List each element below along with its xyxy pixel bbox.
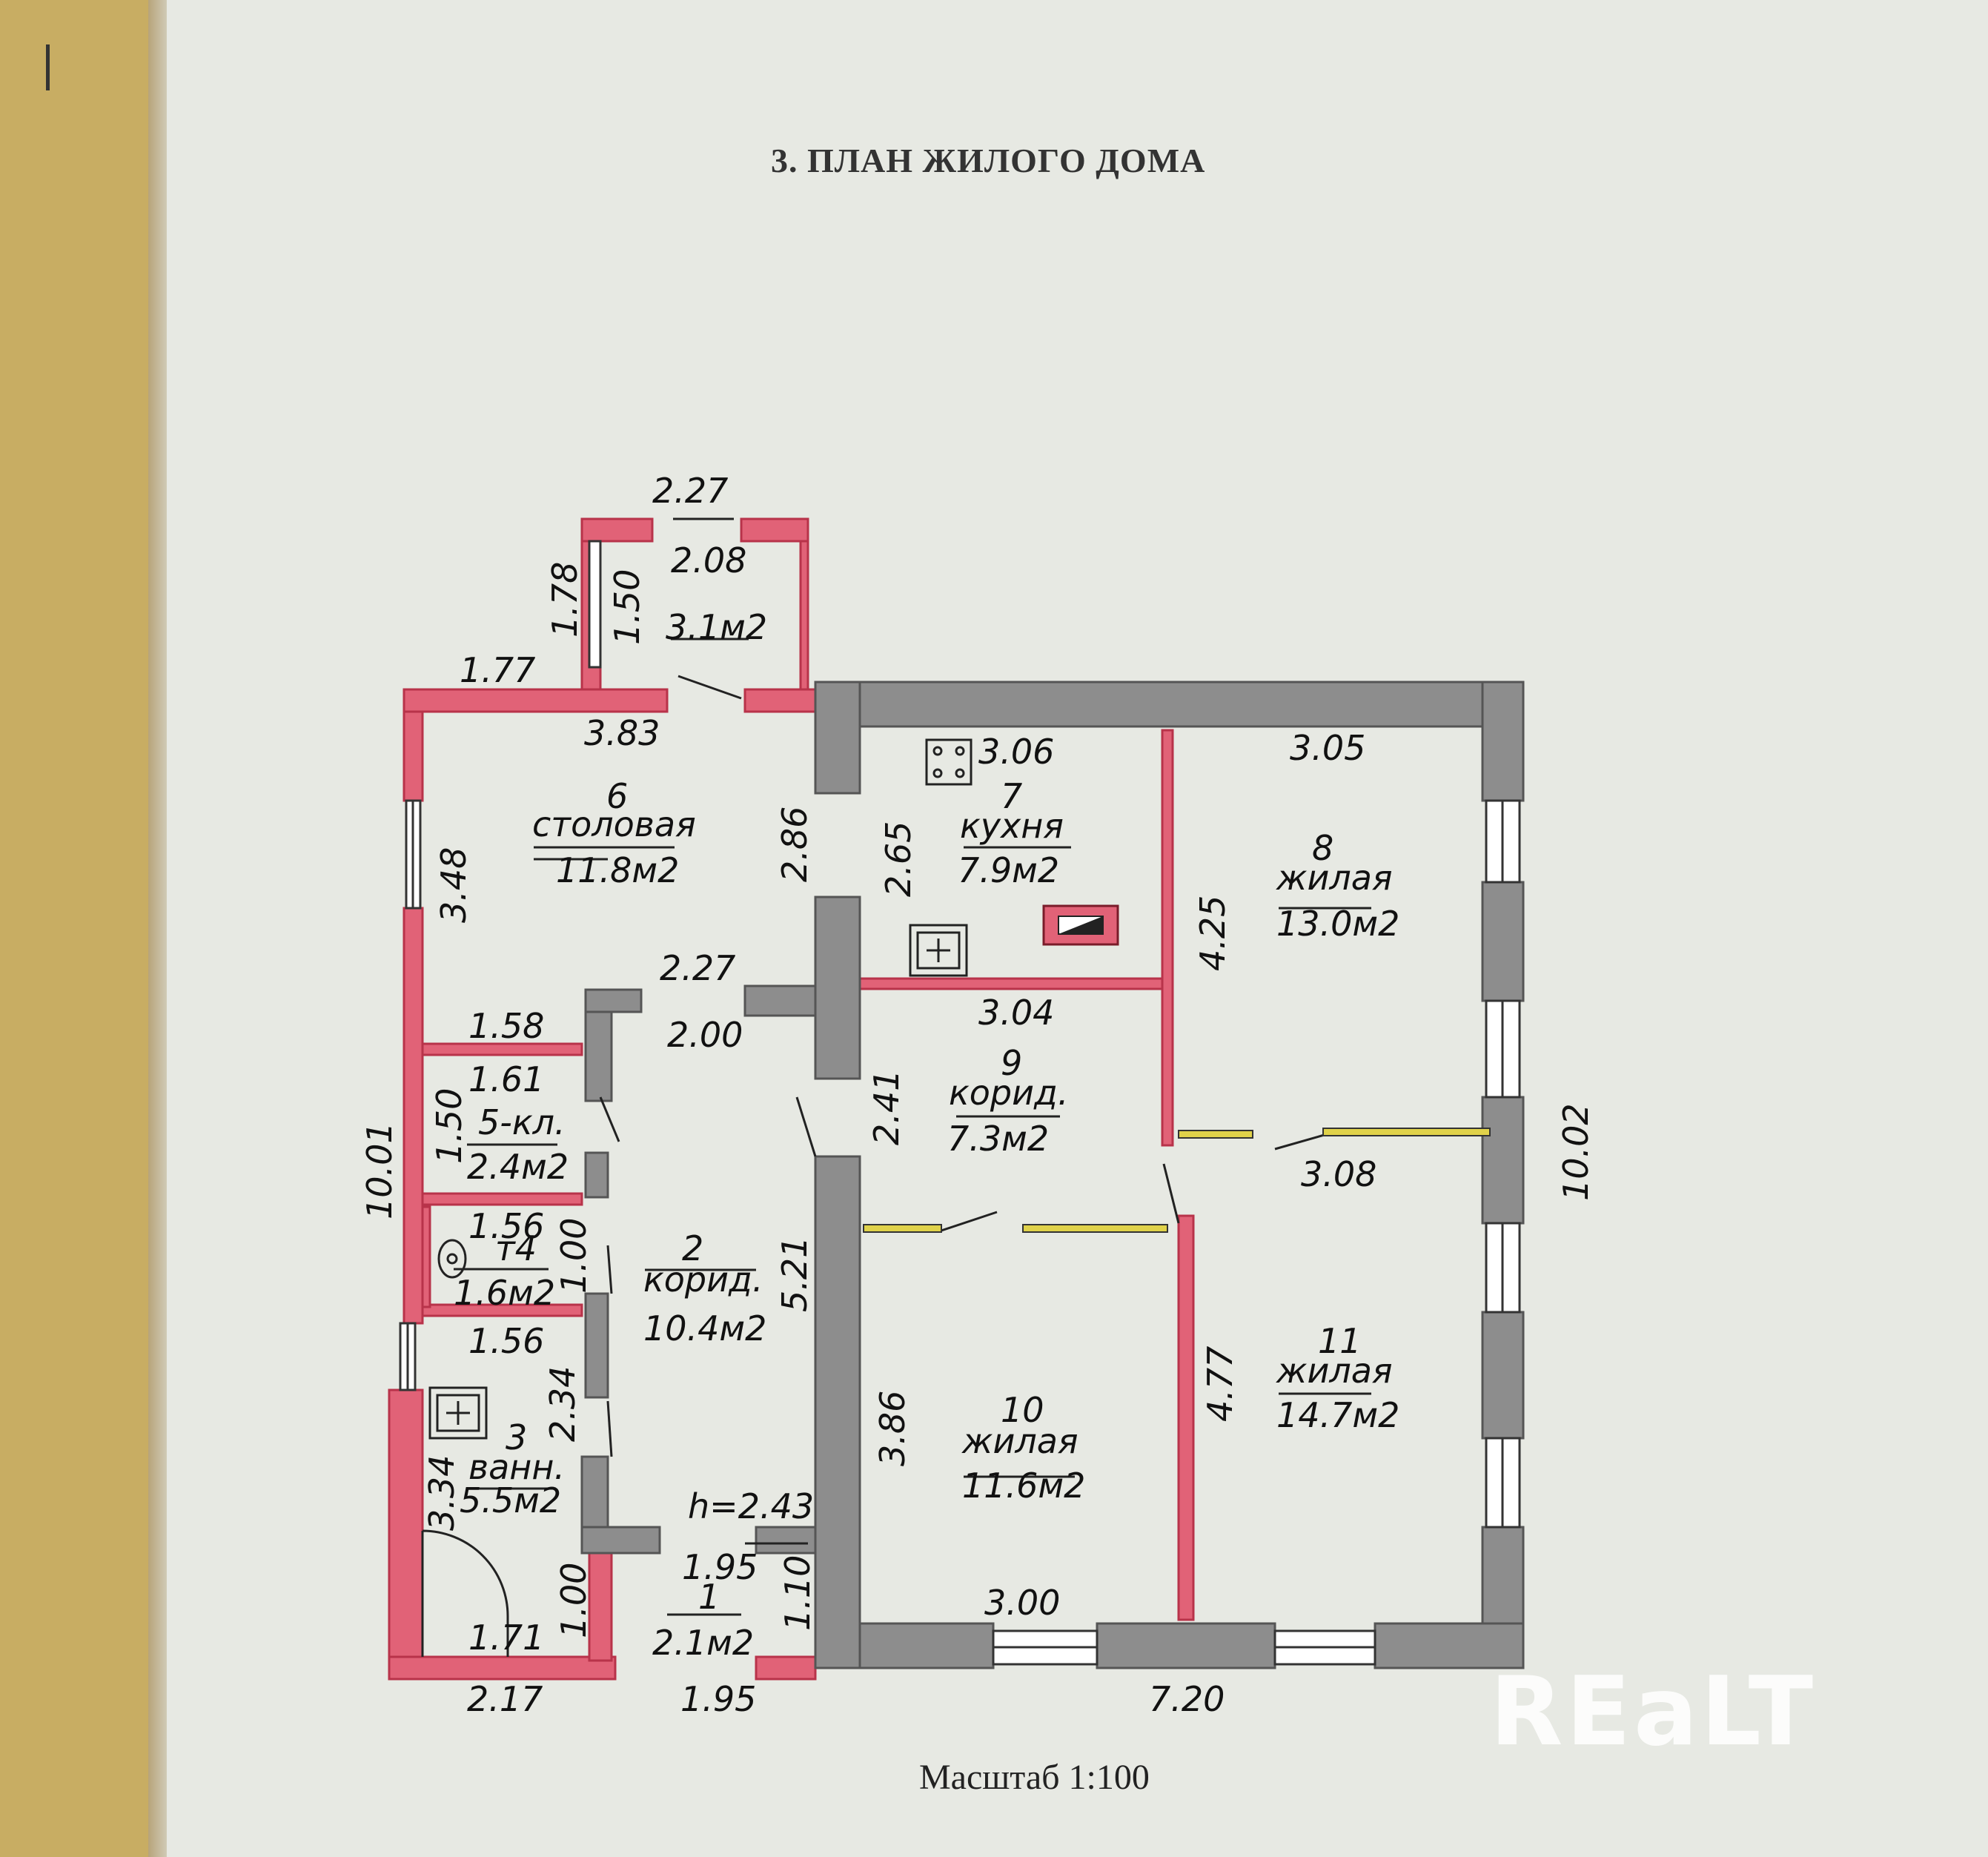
room-number: 10	[1001, 1390, 1044, 1430]
room-number: 1	[698, 1577, 720, 1617]
scale-label: Масштаб 1:100	[919, 1758, 1150, 1797]
room-name: корид.	[643, 1259, 763, 1300]
block-walls	[580, 681, 1525, 1669]
dim-label: 1.61	[468, 1059, 544, 1099]
brick-walls	[388, 517, 1195, 1681]
door-panels	[863, 1128, 1491, 1233]
room-number: 11	[1318, 1321, 1362, 1361]
dim-label: 1.95	[680, 1679, 756, 1719]
dim-label: 2.27	[660, 948, 735, 988]
dim-label: 1.00	[554, 1563, 594, 1638]
room-number: 6	[606, 776, 628, 816]
dim-label: 10.01	[360, 1122, 400, 1219]
windows	[399, 540, 1521, 1666]
realt-watermark-logo: REaLT	[1490, 1657, 1817, 1767]
dim-label: 1.95	[682, 1547, 758, 1587]
room-name: столовая	[532, 804, 696, 844]
dim-label: 3.86	[872, 1391, 912, 1466]
dim-label: 1.10	[778, 1555, 818, 1631]
dim-label: 2.86	[775, 807, 815, 882]
dim-label: 7.20	[1149, 1679, 1225, 1719]
dim-label: 5.21	[775, 1237, 815, 1312]
toilet-icon	[437, 1239, 467, 1279]
heater-icon	[1042, 904, 1119, 946]
bath-sink-icon	[428, 1386, 488, 1440]
dim-label: 1.56	[468, 1206, 544, 1246]
dim-label: 10.02	[1556, 1103, 1596, 1201]
dim-label: 1.00	[554, 1218, 594, 1294]
room-area: 14.7м2	[1276, 1395, 1399, 1435]
dim-label: 2.41	[867, 1070, 907, 1145]
room-name: 5-кл.	[478, 1102, 566, 1142]
dim-label: 3.05	[1290, 728, 1365, 768]
dim-label: 1.78	[545, 562, 585, 638]
dim-label: 1.71	[468, 1618, 544, 1658]
dim-label: 4.25	[1193, 896, 1233, 971]
room-name: кухня	[960, 806, 1064, 846]
room-name: жилая	[961, 1421, 1079, 1461]
dim-label: 4.77	[1200, 1346, 1240, 1422]
dim-label: 1.50	[429, 1088, 469, 1164]
room-name: жилая	[1276, 858, 1393, 898]
dim-label: 2.08	[671, 540, 746, 580]
room-area: 7.9м2	[958, 850, 1059, 890]
dim-label: 3.83	[584, 713, 660, 753]
dim-label: 2.27	[652, 471, 728, 511]
room-number: 9	[1001, 1043, 1022, 1083]
room-labels: 3.1м2 6 столовая 11.8м2 7 кухня 7.9м2 8 …	[454, 607, 1399, 1663]
dim-label: 2.65	[878, 821, 918, 897]
doors	[421, 675, 1328, 1657]
dim-label: 1.77	[460, 650, 535, 690]
room-number: 8	[1312, 828, 1333, 868]
kitchen-sink-icon	[909, 924, 968, 977]
dim-label: 3.08	[1301, 1154, 1376, 1194]
dim-label: 3.34	[422, 1455, 462, 1531]
room-name: ванн.	[468, 1447, 565, 1487]
room-name: жилая	[1276, 1351, 1393, 1391]
room-area: 3.1м2	[666, 607, 767, 647]
dim-label: 3.00	[984, 1583, 1060, 1623]
page-title: 3. ПЛАН ЖИЛОГО ДОМА	[771, 142, 1206, 179]
room-number: 3	[506, 1417, 527, 1457]
dim-label: 2.00	[667, 1015, 743, 1055]
dim-label: 1.50	[607, 569, 647, 645]
room-area: 7.3м2	[947, 1119, 1049, 1159]
dim-label: 3.04	[978, 993, 1054, 1033]
dim-label: 1.56	[468, 1321, 544, 1361]
room-area: 11.8м2	[556, 850, 679, 890]
room-area: 13.0м2	[1276, 904, 1399, 944]
dimension-lines	[467, 517, 1371, 1616]
room-number: 2	[682, 1228, 703, 1268]
room-area: 2.1м2	[652, 1623, 754, 1663]
dim-label: 3.48	[434, 847, 474, 923]
dim-label: 3.06	[978, 732, 1054, 772]
room-name: т4	[495, 1228, 537, 1268]
room-area: 11.6м2	[962, 1466, 1085, 1506]
room-area: 2.4м2	[467, 1147, 569, 1187]
margin-mark	[46, 44, 50, 90]
room-name: корид.	[949, 1073, 1068, 1113]
dim-label: 2.17	[467, 1679, 543, 1719]
room-number: 7	[1001, 776, 1022, 816]
room-area: 5.5м2	[460, 1480, 561, 1520]
room-area: 10.4м2	[643, 1308, 766, 1348]
dimension-labels: 2.27 2.08 1.78 1.50 1.77 3.83 3.06 3.05 …	[360, 471, 1596, 1719]
dim-label: 2.34	[543, 1366, 583, 1442]
dim-label: h=2.43	[688, 1486, 814, 1526]
dim-label: 1.58	[468, 1006, 544, 1046]
room-area: 1.6м2	[454, 1273, 555, 1313]
kitchen-stove-icon	[925, 738, 973, 786]
